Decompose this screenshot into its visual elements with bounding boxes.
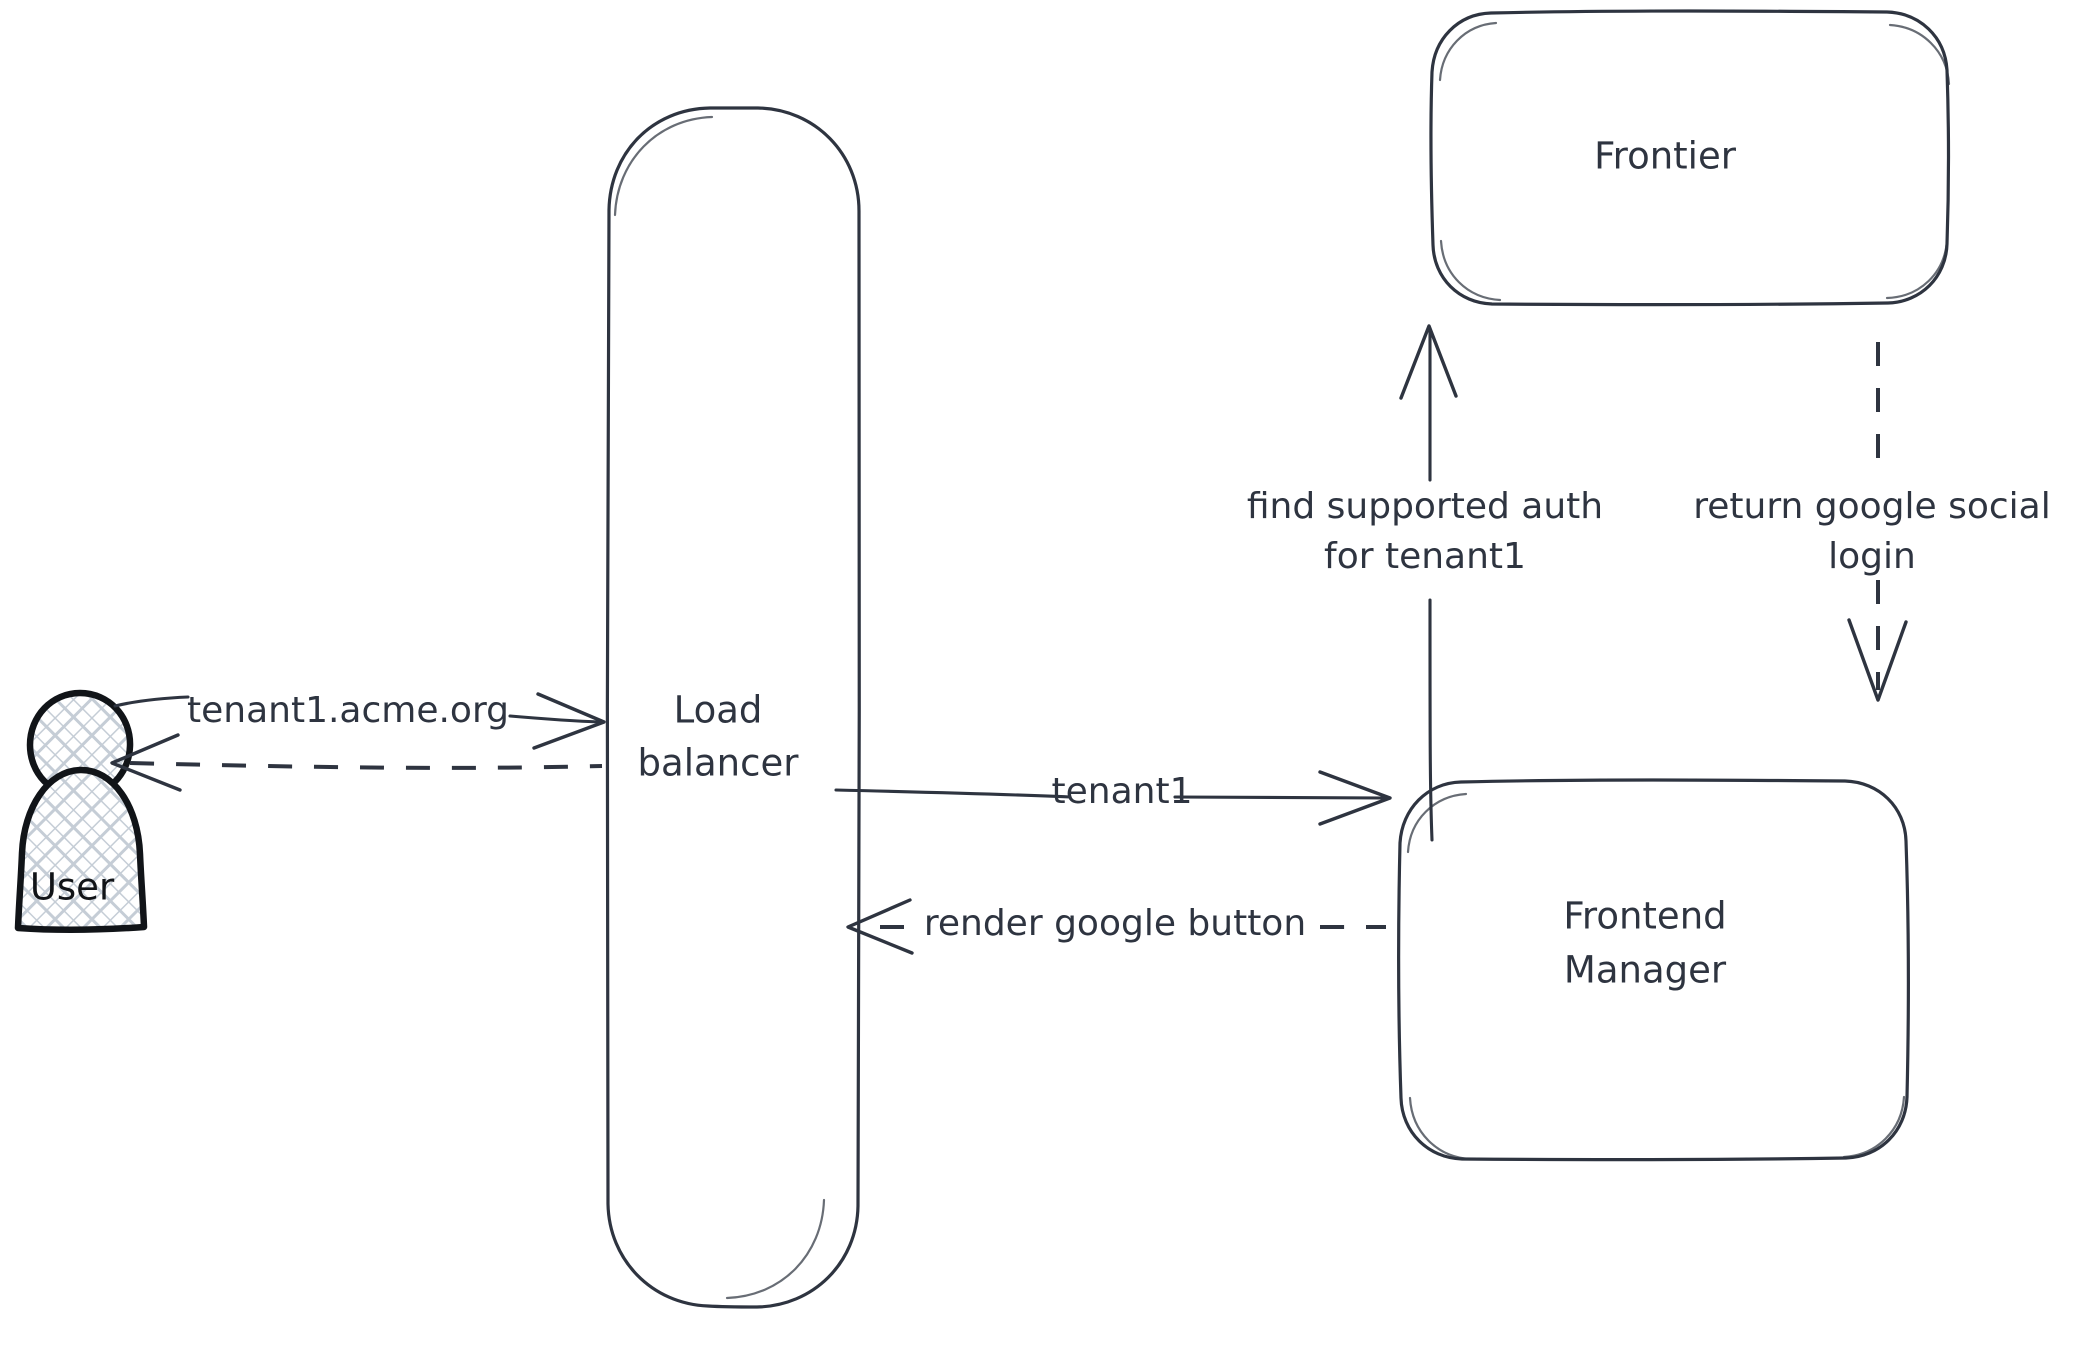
edge-lb-to-frontend-label: tenant1 [1052, 771, 1193, 812]
load-balancer-label-line2: balancer [638, 742, 800, 785]
edge-load-balancer-to-frontend[interactable]: tenant1 [834, 770, 1392, 826]
edge-user-to-load-balancer[interactable]: tenant1.acme.org [113, 690, 606, 750]
edge-frontend-to-frontier-line-lower [1428, 598, 1434, 842]
edge-frontend-to-lb-arrowhead [846, 898, 914, 955]
edge-user-to-lb-line-right [508, 714, 602, 724]
edge-frontend-to-frontier-label-line1: find supported auth [1247, 486, 1603, 527]
edge-frontier-to-frontend-arrowhead [1847, 618, 1908, 702]
load-balancer-shape-echo [613, 115, 826, 1300]
edge-frontier-to-frontend-label-line1: return google social [1693, 486, 2051, 527]
load-balancer-label-line1: Load [674, 689, 763, 732]
edge-frontend-to-load-balancer[interactable]: render google button [846, 898, 1386, 955]
edge-user-to-lb-label: tenant1.acme.org [187, 690, 509, 731]
frontend-manager-label-line1: Frontend [1563, 895, 1726, 938]
node-frontend-manager[interactable]: Frontend Manager [1397, 778, 1910, 1162]
edge-frontier-to-frontend-label-line2: login [1828, 536, 1916, 577]
edge-frontend-to-frontier-arrowhead [1399, 324, 1458, 400]
user-label: User [30, 866, 115, 909]
frontier-shape-echo [1438, 21, 1951, 302]
frontier-label: Frontier [1594, 135, 1737, 178]
edge-lb-to-user-line [129, 761, 603, 770]
edge-user-to-lb-line-left [113, 695, 190, 708]
edge-load-balancer-to-user[interactable] [110, 733, 603, 792]
edge-frontend-to-frontier[interactable]: find supported auth for tenant1 [1247, 324, 1603, 842]
edge-frontier-to-frontend[interactable]: return google social login [1693, 342, 2051, 702]
edge-lb-to-frontend-line-right [1173, 795, 1386, 800]
frontend-manager-label-line2: Manager [1564, 949, 1727, 992]
edge-lb-to-user-arrowhead [110, 733, 182, 792]
frontend-manager-shape [1397, 778, 1910, 1162]
frontend-manager-shape-echo [1406, 792, 1906, 1161]
edge-lb-to-frontend-arrowhead [1318, 770, 1392, 826]
node-load-balancer[interactable]: Load balancer [605, 106, 861, 1309]
load-balancer-shape [605, 106, 861, 1309]
edge-lb-to-frontend-line-left [834, 788, 1072, 799]
edge-frontend-to-lb-label: render google button [924, 903, 1306, 944]
edge-frontend-to-frontier-label-line2: for tenant1 [1324, 536, 1526, 577]
node-frontier[interactable]: Frontier [1429, 9, 1951, 307]
node-user[interactable]: User [14, 689, 148, 934]
user-body-icon [14, 766, 148, 934]
edge-user-to-lb-arrowhead [532, 692, 606, 750]
